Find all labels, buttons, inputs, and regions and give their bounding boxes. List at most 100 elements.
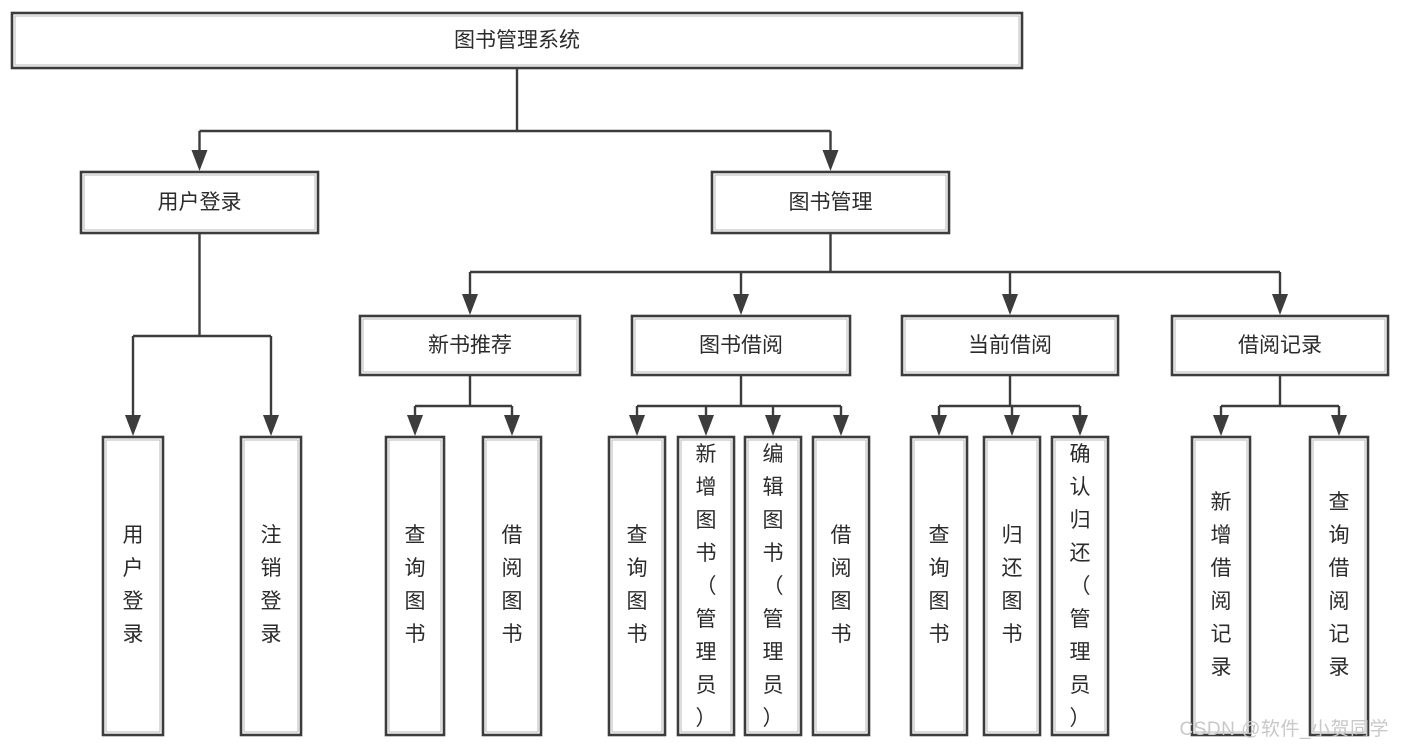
connector-layer xyxy=(125,68,1347,436)
node-box[interactable] xyxy=(909,435,969,737)
node-book-borrow[interactable]: 图书借阅 xyxy=(630,314,852,377)
node-label: 借阅图书 xyxy=(502,524,523,646)
node-box[interactable] xyxy=(900,314,1120,377)
node-label: 查询图书 xyxy=(405,524,426,646)
node-leaf-query-book-2[interactable]: 查询图书 xyxy=(607,435,667,737)
node-box[interactable] xyxy=(358,314,582,377)
node-new-book-recommend[interactable]: 新书推荐 xyxy=(358,314,582,377)
node-box-inner-edge xyxy=(747,439,799,733)
node-box-inner-edge xyxy=(485,439,539,733)
connector-group-root xyxy=(191,68,839,171)
node-box-inner-edge xyxy=(986,439,1038,733)
node-box-inner-edge xyxy=(634,318,848,373)
node-box-inner-edge xyxy=(1194,439,1248,733)
arrow-head-icon xyxy=(698,415,714,436)
node-box[interactable] xyxy=(1170,314,1390,377)
node-user-login[interactable]: 用户登录 xyxy=(79,170,320,235)
node-box-inner-edge xyxy=(680,439,732,733)
csdn-watermark: CSDN @软件_小贺同学 xyxy=(1179,719,1389,740)
connector-group-current-borrow xyxy=(931,375,1088,436)
arrow-head-icon xyxy=(462,294,478,315)
node-label: 查询图书 xyxy=(929,524,950,646)
node-box[interactable] xyxy=(811,435,871,737)
node-borrow-record[interactable]: 借阅记录 xyxy=(1170,314,1390,377)
node-box[interactable] xyxy=(743,435,803,737)
node-leaf-query-book-3[interactable]: 查询图书 xyxy=(909,435,969,737)
node-leaf-query-book-1[interactable]: 查询图书 xyxy=(384,435,446,737)
node-label: 图书管理 xyxy=(789,191,873,214)
node-box[interactable] xyxy=(710,170,951,235)
node-box-inner-edge xyxy=(1174,318,1386,373)
node-box-inner-edge xyxy=(815,439,867,733)
node-box[interactable] xyxy=(1050,435,1110,737)
arrow-head-icon xyxy=(1331,415,1347,436)
arrow-head-icon xyxy=(1213,415,1229,436)
node-layer: 图书管理系统用户登录图书管理新书推荐图书借阅当前借阅借阅记录用户登录注销登录查询… xyxy=(10,11,1390,737)
connector-group-new-book-recommend xyxy=(407,375,520,436)
node-box-inner-edge xyxy=(388,439,442,733)
node-label: 查询借阅记录 xyxy=(1329,491,1350,679)
node-leaf-borrow-book-1[interactable]: 借阅图书 xyxy=(481,435,543,737)
connector-group-user-login xyxy=(125,233,279,436)
node-label: 注销登录 xyxy=(261,524,282,646)
arrow-head-icon xyxy=(1272,294,1288,315)
node-box-inner-edge xyxy=(1312,439,1366,733)
node-root[interactable]: 图书管理系统 xyxy=(10,11,1024,70)
node-leaf-query-record[interactable]: 查询借阅记录 xyxy=(1308,435,1370,737)
node-box-inner-edge xyxy=(105,439,161,733)
node-box[interactable] xyxy=(676,435,736,737)
node-box-inner-edge xyxy=(714,174,947,231)
arrow-head-icon xyxy=(125,415,141,436)
node-label: 归还图书 xyxy=(1002,524,1023,646)
node-label: 新书推荐 xyxy=(428,334,512,357)
node-label: 新增借阅记录 xyxy=(1211,491,1232,679)
node-leaf-return-book[interactable]: 归还图书 xyxy=(982,435,1042,737)
node-book-manage[interactable]: 图书管理 xyxy=(710,170,951,235)
node-label: 图书管理系统 xyxy=(454,29,580,52)
node-box-inner-edge xyxy=(14,15,1020,66)
node-box[interactable] xyxy=(481,435,543,737)
node-box-inner-edge xyxy=(243,439,299,733)
node-leaf-add-book[interactable]: 新增图书（管理员） xyxy=(676,435,736,737)
arrow-head-icon xyxy=(1004,415,1020,436)
node-label: 编辑图书（管理员） xyxy=(763,443,784,730)
arrow-head-icon xyxy=(407,415,423,436)
node-label: 用户登录 xyxy=(158,191,242,214)
node-leaf-edit-book[interactable]: 编辑图书（管理员） xyxy=(743,435,803,737)
node-box[interactable] xyxy=(79,170,320,235)
node-box-inner-edge xyxy=(362,318,578,373)
node-box[interactable] xyxy=(101,435,165,737)
arrow-head-icon xyxy=(733,294,749,315)
node-box[interactable] xyxy=(10,11,1024,70)
node-label: 确认归还（管理员） xyxy=(1070,443,1091,730)
node-current-borrow[interactable]: 当前借阅 xyxy=(900,314,1120,377)
node-label: 新增图书（管理员） xyxy=(696,443,717,730)
arrow-head-icon xyxy=(1072,415,1088,436)
arrow-head-icon xyxy=(822,150,839,171)
arrow-head-icon xyxy=(833,415,849,436)
node-leaf-user-login[interactable]: 用户登录 xyxy=(101,435,165,737)
node-box[interactable] xyxy=(630,314,852,377)
node-box[interactable] xyxy=(384,435,446,737)
node-box[interactable] xyxy=(607,435,667,737)
node-leaf-borrow-book-2[interactable]: 借阅图书 xyxy=(811,435,871,737)
node-box[interactable] xyxy=(1308,435,1370,737)
node-box[interactable] xyxy=(1190,435,1252,737)
node-box-inner-edge xyxy=(913,439,965,733)
arrow-head-icon xyxy=(191,150,208,171)
node-leaf-confirm-return[interactable]: 确认归还（管理员） xyxy=(1050,435,1110,737)
node-label: 查询图书 xyxy=(627,524,648,646)
node-box-inner-edge xyxy=(611,439,663,733)
arrow-head-icon xyxy=(629,415,645,436)
node-box[interactable] xyxy=(239,435,303,737)
arrow-head-icon xyxy=(504,415,520,436)
node-leaf-user-logout[interactable]: 注销登录 xyxy=(239,435,303,737)
connector-group-borrow-record xyxy=(1213,375,1347,436)
arrow-head-icon xyxy=(765,415,781,436)
node-label: 用户登录 xyxy=(123,524,144,646)
node-leaf-add-record[interactable]: 新增借阅记录 xyxy=(1190,435,1252,737)
connector-group-book-manage xyxy=(462,233,1288,315)
node-box[interactable] xyxy=(982,435,1042,737)
arrow-head-icon xyxy=(1002,294,1018,315)
